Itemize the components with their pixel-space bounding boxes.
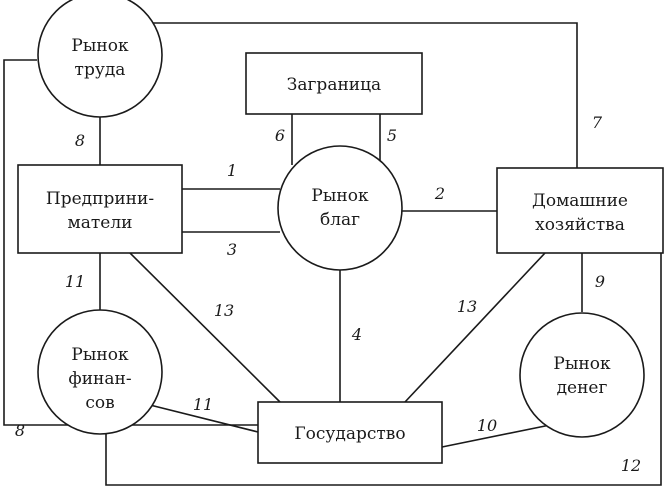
goods-market-line2: благ (320, 210, 360, 230)
labor-market-line1: Рынок (71, 36, 129, 56)
flow-label-6: 6 (275, 126, 285, 145)
node-finance-market: Рынок финан- сов (37, 309, 163, 435)
state-label: Государство (294, 424, 405, 444)
entrepreneurs-line1: Предприни- (46, 189, 154, 209)
flow-label-10: 10 (477, 416, 497, 435)
line-labor-households (150, 22, 578, 168)
finance-market-line1: Рынок (71, 345, 129, 365)
node-entrepreneurs: Предприни- матели (17, 164, 183, 254)
flow-label-7: 7 (592, 113, 603, 132)
flow-label-13-left: 13 (214, 301, 234, 320)
node-labor-market: Рынок труда (37, 0, 163, 118)
line-households-state (404, 252, 546, 403)
finance-market-line2: финан- (68, 369, 131, 389)
flow-labels: 1 2 3 4 5 6 7 8 8 9 10 11 11 12 13 13 (15, 113, 641, 475)
node-money-market: Рынок денег (519, 312, 645, 438)
flow-label-11-top: 11 (65, 272, 85, 291)
flow-label-13-right: 13 (457, 297, 477, 316)
node-state: Государство (257, 401, 443, 464)
labor-market-line2: труда (75, 60, 126, 80)
line-ent-state (129, 252, 281, 403)
money-market-line2: денег (557, 378, 608, 398)
flow-label-9: 9 (595, 272, 605, 291)
flow-label-1: 1 (227, 161, 237, 180)
households-line2: хозяйства (535, 215, 625, 235)
flow-label-5: 5 (387, 126, 397, 145)
node-abroad: Заграница (245, 52, 423, 115)
node-households: Домашние хозяйства (496, 167, 664, 254)
connections (3, 22, 662, 486)
households-line1: Домашние (532, 191, 628, 211)
entrepreneurs-line2: матели (68, 213, 133, 233)
flow-label-11-bottom: 11 (193, 395, 213, 414)
flow-label-3: 3 (227, 240, 237, 259)
flow-label-8-bottom: 8 (15, 421, 25, 440)
finance-market-line3: сов (85, 393, 114, 413)
node-goods-market: Рынок благ (277, 145, 403, 271)
money-market-line1: Рынок (553, 354, 611, 374)
flow-label-4: 4 (351, 325, 362, 344)
line-finance-state (149, 404, 259, 433)
goods-market-line1: Рынок (311, 186, 369, 206)
abroad-label: Заграница (287, 75, 381, 95)
line-finance-households-outer (105, 253, 662, 486)
line-money-state (441, 423, 556, 448)
flow-label-2: 2 (434, 184, 445, 203)
flow-label-12: 12 (621, 456, 641, 475)
flow-label-8-top: 8 (75, 131, 85, 150)
